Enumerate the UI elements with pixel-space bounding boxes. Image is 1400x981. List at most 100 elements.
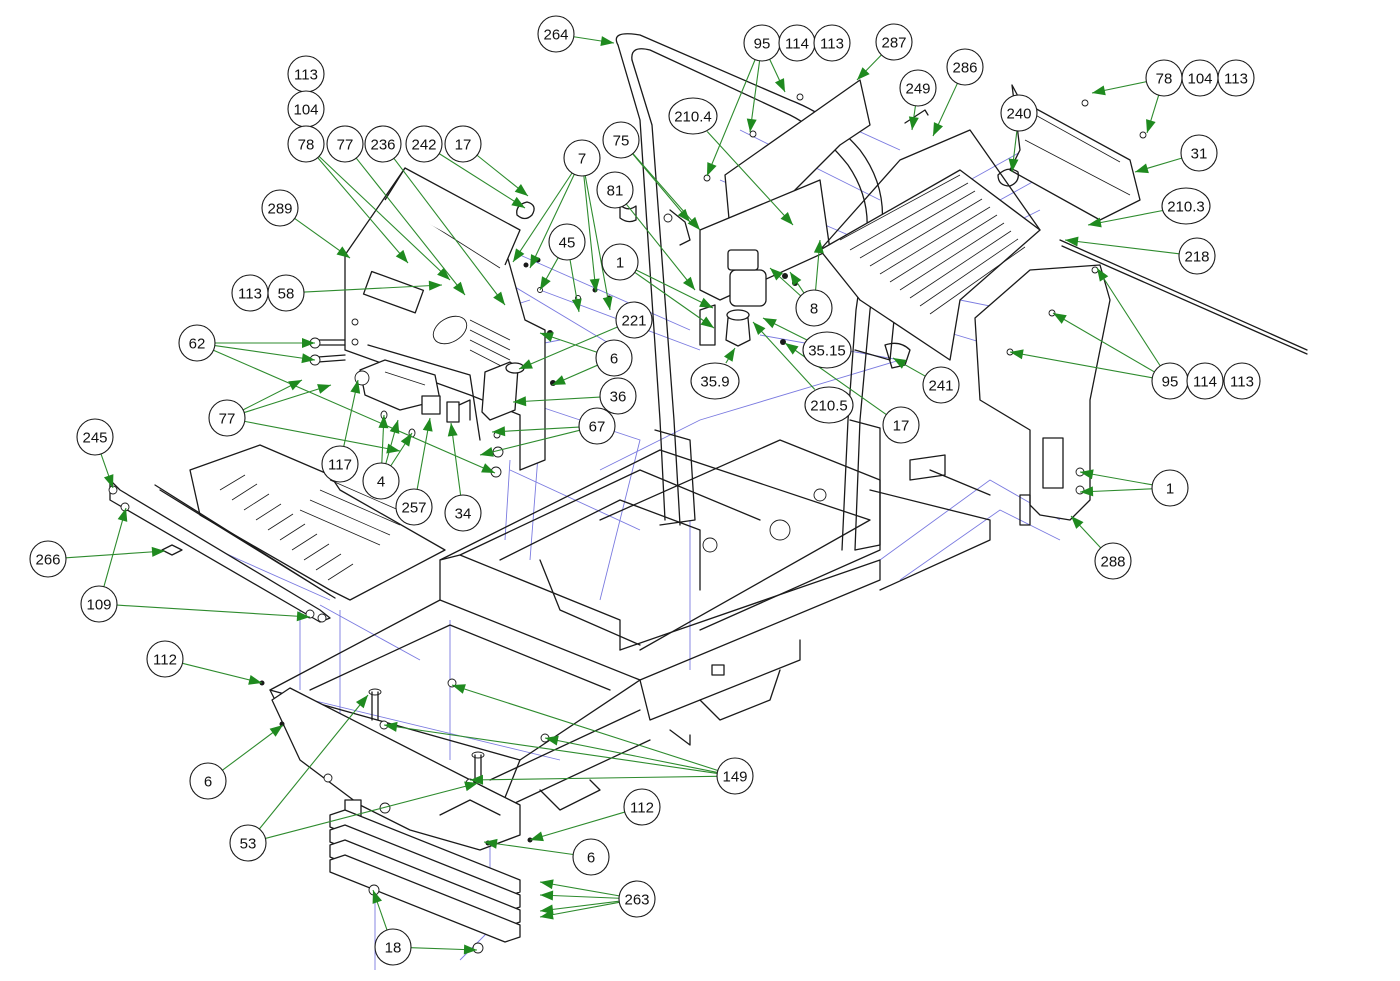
callout-bubble-95: 95 (1151, 362, 1189, 400)
leader-arrow-289 (336, 246, 350, 258)
leader-line-149 (469, 775, 718, 781)
leader-arrow-18 (463, 944, 477, 955)
leader-line-218 (1064, 239, 1180, 255)
callout-label: 34 (455, 506, 472, 523)
callout-bubble-6: 6 (595, 339, 633, 377)
callout-bubble-114: 114 (1186, 362, 1224, 400)
callout-bubble-58: 58 (267, 274, 305, 312)
callout-circle (395, 488, 433, 526)
callout-label: 114 (785, 36, 809, 53)
callout-bubble-249: 249 (899, 69, 937, 107)
callout-circle (563, 139, 601, 177)
leader-arrow-77 (317, 384, 331, 394)
callout-bubble-113: 113 (231, 274, 269, 312)
callout-label: 240 (1006, 106, 1031, 123)
leader-arrow-62 (481, 463, 495, 473)
leader-arrow-149 (545, 735, 559, 746)
callout-circle (1094, 542, 1132, 580)
callout-label: 17 (893, 418, 910, 435)
leader-line-75 (632, 153, 701, 231)
callout-label: 7 (578, 151, 586, 168)
leader-arrow-7 (530, 254, 541, 268)
radiator-cooler (819, 109, 1041, 361)
leader-line-7 (529, 174, 575, 269)
callout-label: 286 (952, 60, 977, 77)
leader-arrow-112 (248, 675, 262, 685)
callout-circle (537, 15, 575, 53)
callout-label: 17 (455, 137, 472, 154)
callout-label: 35.15 (808, 343, 846, 360)
leader-line-109 (103, 507, 127, 587)
callout-circle (813, 24, 851, 62)
leader-arrow-95 (1010, 349, 1024, 360)
callout-bubble-266: 266 (29, 540, 67, 578)
leader-arrow-17 (785, 343, 799, 355)
callout-bubble-17: 17 (444, 125, 482, 163)
leader-line-7 (512, 172, 573, 263)
callout-bubble-242: 242 (405, 125, 443, 163)
callout-circle (599, 377, 637, 415)
callout-label: 95 (754, 36, 771, 53)
callout-label: 53 (240, 836, 257, 853)
callout-bubble-78: 78 (1145, 59, 1183, 97)
callout-circle (178, 324, 216, 362)
callout-bubble-264: 264 (537, 15, 575, 53)
callout-bubble-286: 286 (946, 48, 984, 86)
callout-bubble-78: 78 (287, 125, 325, 163)
leader-line-58 (303, 284, 443, 293)
leader-arrow-78 (437, 267, 450, 280)
callout-label: 78 (298, 137, 315, 154)
leader-line-95 (706, 59, 756, 177)
callout-label: 245 (82, 430, 107, 447)
callout-bubble-34: 34 (444, 494, 482, 532)
leader-arrow-263 (540, 890, 554, 901)
callout-bubble-35.9: 35.9 (690, 362, 740, 400)
callout-circle (601, 243, 639, 281)
callout-circle (374, 928, 412, 966)
leader-arrow-6 (269, 725, 283, 737)
callout-bubble-113: 113 (287, 55, 325, 93)
leader-arrow-77 (288, 380, 302, 391)
leader-arrow-218 (1065, 236, 1079, 247)
callout-label: 241 (928, 378, 953, 395)
callout-circle (29, 540, 67, 578)
callout-label: 36 (610, 389, 627, 406)
callout-bubble-117: 117 (321, 445, 359, 483)
leader-arrow-7 (513, 248, 525, 262)
leader-arrow-149 (470, 774, 484, 785)
callout-bubble-62: 62 (178, 324, 216, 362)
leader-arrow-242 (511, 196, 525, 208)
callout-label: 78 (1156, 71, 1173, 88)
callout-label: 77 (337, 137, 354, 154)
callout-bubble-8: 8 (795, 289, 833, 327)
callout-circle (548, 223, 586, 261)
leader-arrow-95 (774, 78, 785, 92)
leader-arrow-95 (1097, 268, 1109, 282)
front-bracket (271, 687, 521, 851)
leader-line-263 (539, 881, 620, 897)
callout-label: 112 (153, 652, 177, 669)
leader-line-210.4 (706, 131, 794, 226)
leader-arrow-35.9 (723, 348, 735, 362)
leader-arrow-1 (699, 297, 713, 308)
callout-label: 67 (589, 419, 606, 436)
control-module (354, 344, 481, 441)
leader-arrow-264 (600, 36, 614, 46)
callout-circle (287, 125, 325, 163)
callout-circle (405, 125, 443, 163)
leader-line-81 (625, 203, 696, 291)
leader-arrow-6 (484, 838, 498, 849)
callout-circle (804, 386, 854, 424)
callout-label: 221 (621, 313, 646, 330)
callout-label: 257 (401, 500, 426, 517)
callout-label: 288 (1100, 554, 1125, 571)
callout-bubble-245: 245 (76, 418, 114, 456)
leader-line-236 (393, 158, 506, 306)
leader-arrow-18 (372, 890, 383, 904)
callout-bubble-1: 1 (601, 243, 639, 281)
leader-line-112 (529, 811, 625, 841)
leader-line-67 (479, 429, 580, 456)
callout-label: 263 (624, 892, 649, 909)
callout-circle (444, 125, 482, 163)
callout-circle (572, 838, 610, 876)
